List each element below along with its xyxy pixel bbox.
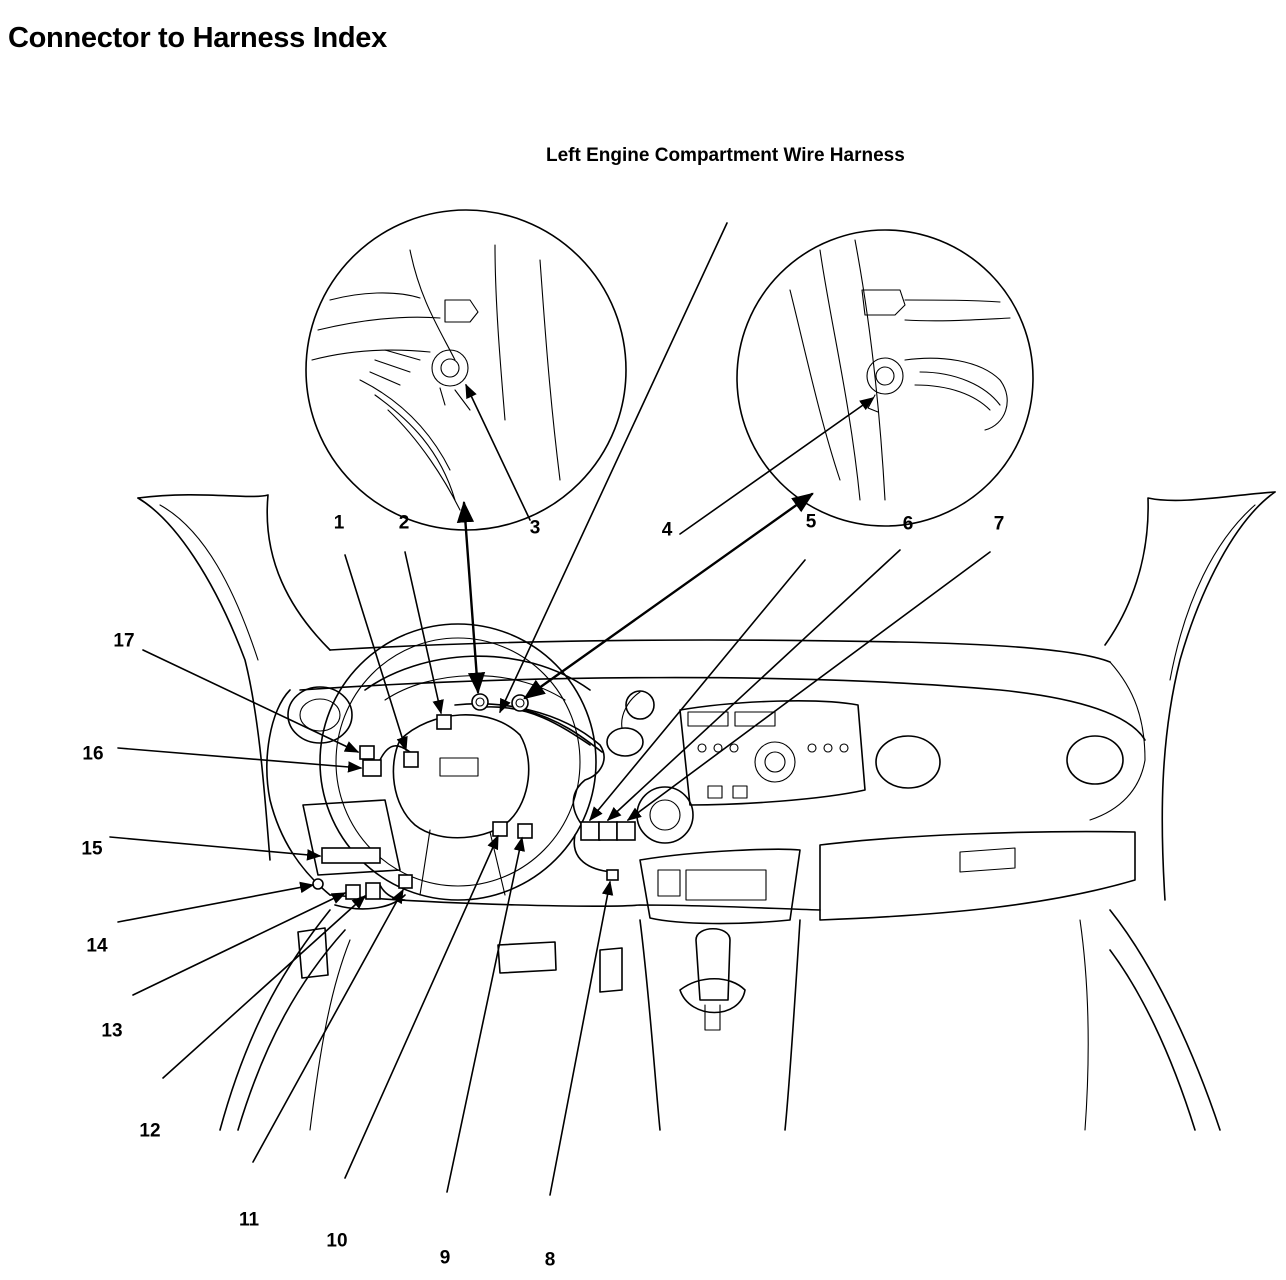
callout-2: 2 <box>398 512 410 534</box>
callout-9: 9 <box>439 1247 451 1269</box>
connector-7 <box>616 821 636 841</box>
connector-12 <box>365 882 381 900</box>
connector-1 <box>403 751 419 768</box>
callout-1: 1 <box>333 512 345 534</box>
connector-2 <box>436 714 452 730</box>
callout-15: 15 <box>81 838 103 860</box>
callout-13: 13 <box>101 1020 123 1042</box>
connector-14 <box>312 878 324 890</box>
connector-16 <box>362 759 382 777</box>
callout-7: 7 <box>993 513 1005 535</box>
connector-10 <box>492 821 508 837</box>
callout-11: 11 <box>238 1209 260 1231</box>
vehicle-interior <box>137 491 1276 1131</box>
connector-6 <box>598 821 618 841</box>
callout-4: 4 <box>661 519 673 541</box>
connector-13 <box>345 884 361 900</box>
leader-lines <box>109 222 991 1196</box>
callout-3: 3 <box>529 517 541 539</box>
connector-11 <box>398 874 413 889</box>
callout-10: 10 <box>326 1230 348 1252</box>
harness-label: Left Engine Compartment Wire Harness <box>546 145 905 166</box>
callout-12: 12 <box>139 1120 161 1142</box>
detail-view-right <box>736 229 1034 527</box>
callout-6: 6 <box>902 513 914 535</box>
detail-view-left <box>305 209 627 531</box>
page-title: Connector to Harness Index <box>8 22 387 54</box>
ground-terminal-3 <box>471 693 489 711</box>
connector-8 <box>606 869 619 881</box>
callout-16: 16 <box>82 743 104 765</box>
callout-5: 5 <box>805 511 817 533</box>
connector-5 <box>580 821 600 841</box>
connector-9 <box>517 823 533 839</box>
callout-17: 17 <box>113 630 135 652</box>
callout-8: 8 <box>544 1249 556 1271</box>
connector-17 <box>359 745 375 760</box>
callout-14: 14 <box>86 935 108 957</box>
